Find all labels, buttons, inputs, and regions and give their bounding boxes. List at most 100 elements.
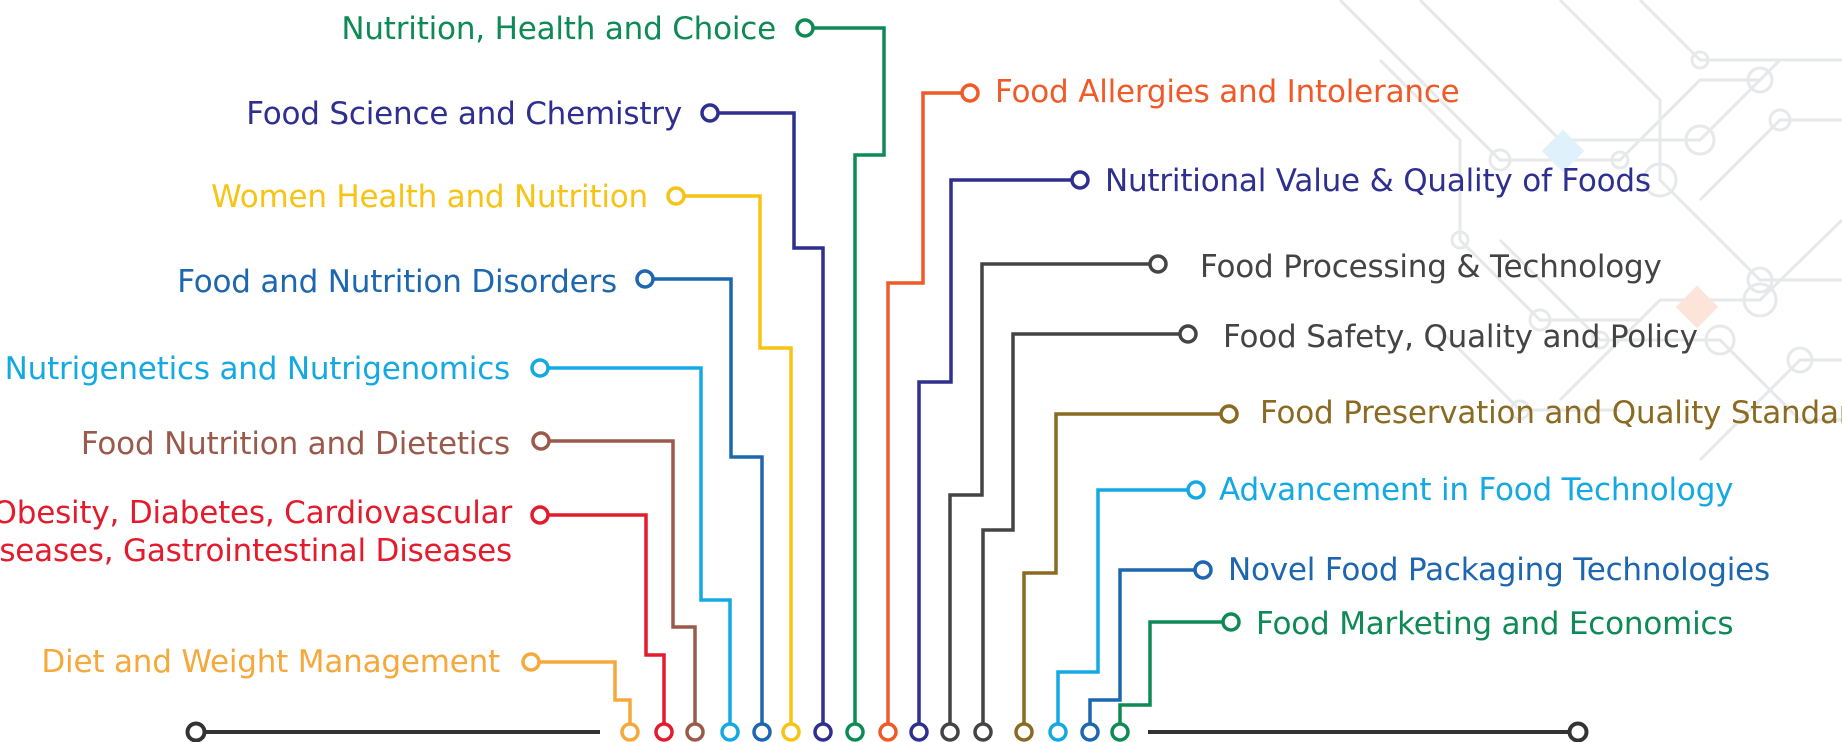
baseline-topic-node: [1048, 722, 1068, 742]
topic-label-text: Nutritional Value & Quality of Foods: [1105, 163, 1651, 199]
topic-label-text: Food Processing & Technology: [1200, 249, 1662, 285]
topic-label-text: Food Marketing and Economics: [1256, 606, 1734, 642]
baseline-topic-node: [752, 722, 772, 742]
circuit-trace: [1438, 328, 1620, 412]
topic-label-text: Food Safety, Quality and Policy: [1223, 319, 1698, 355]
baseline-topic-node: [781, 722, 801, 742]
circuit-node: [1786, 346, 1814, 374]
connector-nutritional-value: [909, 170, 1090, 742]
topic-connectors: [521, 18, 1241, 742]
topic-end-node: [530, 358, 550, 378]
connector-line: [886, 91, 970, 723]
topic-end-node: [700, 103, 720, 123]
circuit-node: [1746, 66, 1774, 94]
baseline-topic-node: [940, 722, 960, 742]
baseline-end-node-right: [1567, 721, 1589, 742]
topic-label-food-marketing: Food Marketing and Economics: [1256, 605, 1734, 643]
baseline-topic-node: [973, 722, 993, 742]
topic-label-text: Food Allergies and Intolerance: [995, 74, 1460, 110]
circuit-node: [1742, 282, 1778, 318]
circuit-node: [1704, 324, 1736, 356]
connector-food-nutrition-disorders: [635, 269, 772, 742]
topic-end-node: [1178, 324, 1198, 344]
topic-label-nutrigenetics: Nutrigenetics and Nutrigenomics: [4, 350, 511, 388]
connector-line: [541, 439, 697, 723]
connector-line: [917, 178, 1080, 723]
connector-line: [1118, 620, 1231, 723]
topic-end-node: [530, 505, 550, 525]
circuit-trace: [1498, 238, 1842, 422]
circuit-trace: [1698, 118, 1842, 202]
connector-food-allergies: [878, 83, 980, 742]
topic-end-node: [531, 431, 551, 451]
circuit-trace: [1698, 358, 1842, 462]
baseline-topic-node: [813, 722, 833, 742]
connector-line: [645, 277, 764, 723]
circuit-node: [1746, 266, 1774, 294]
baseline-topic-node: [845, 722, 865, 742]
topic-end-node: [960, 83, 980, 103]
topic-label-text: Food Nutrition and Dietetics: [80, 426, 510, 462]
circuit-node: [1450, 230, 1470, 250]
connector-line: [805, 26, 886, 723]
topic-end-node: [666, 186, 686, 206]
topic-label-food-nutrition-disorders: Food and Nutrition Disorders: [177, 263, 617, 301]
connector-food-packaging: [1080, 560, 1213, 742]
topic-label-food-preservation: Food Preservation and Quality Standard: [1260, 394, 1842, 432]
circuit-node: [1488, 148, 1512, 172]
circuit-node: [1610, 150, 1630, 170]
topic-label-food-processing: Food Processing & Technology: [1200, 248, 1662, 286]
connector-line: [948, 262, 1158, 723]
baseline-topic-node: [654, 722, 674, 742]
decor-diamond-orange: [1675, 285, 1719, 329]
connector-food-safety: [973, 324, 1198, 742]
decor-diamond-blue: [1541, 129, 1585, 173]
topic-label-food-nutrition-dietetics: Food Nutrition and Dietetics: [81, 425, 510, 463]
topic-label-text: Nutrition, Health and Choice: [341, 11, 776, 47]
connector-line: [540, 366, 732, 723]
baseline-end-node-left: [185, 721, 207, 742]
connector-food-marketing: [1110, 612, 1241, 742]
circuit-node: [1590, 330, 1610, 350]
connector-diet-weight: [521, 652, 640, 742]
timeline-baseline: [185, 721, 1589, 742]
circuit-node: [1509, 399, 1531, 421]
topic-label-text: Novel Food Packaging Technologies: [1228, 552, 1770, 588]
circuit-node: [1642, 162, 1678, 198]
connector-line: [531, 660, 632, 723]
topic-label-food-allergies: Food Allergies and Intolerance: [995, 73, 1460, 111]
topic-label-text: Food and Nutrition Disorders: [177, 264, 617, 300]
topic-label-text: Food Science and Chemistry: [246, 96, 682, 132]
topic-end-node: [1186, 480, 1206, 500]
baseline-topic-node: [620, 722, 640, 742]
topic-label-food-safety: Food Safety, Quality and Policy: [1223, 318, 1698, 356]
circuit-trace: [1338, 0, 1760, 162]
connector-obesity-diabetes: [530, 505, 674, 742]
circuit-trace: [1638, 0, 1842, 62]
baseline-topic-node: [720, 722, 740, 742]
topic-label-women-health-nutrition: Women Health and Nutrition: [211, 178, 648, 216]
baseline-topic-node: [909, 722, 929, 742]
connector-line: [1022, 412, 1229, 723]
topic-label-food-technology: Advancement in Food Technology: [1219, 471, 1734, 509]
topic-end-node: [1148, 254, 1168, 274]
connector-line: [1056, 488, 1196, 723]
topic-label-text: Nutrigenetics and Nutrigenomics: [4, 351, 511, 387]
circuit-trace: [1558, 0, 1842, 282]
baseline-topic-node: [1080, 722, 1100, 742]
topic-label-diet-weight: Diet and Weight Management: [41, 643, 500, 681]
connector-nutrition-health-choice: [795, 18, 886, 742]
connector-line: [1088, 568, 1203, 723]
topic-end-node: [1221, 612, 1241, 632]
circuit-node: [1690, 50, 1710, 70]
topic-label-text: Women Health and Nutrition: [211, 179, 648, 215]
topic-label-food-science-chemistry: Food Science and Chemistry: [246, 95, 682, 133]
circuit-node: [1768, 108, 1792, 132]
connector-line: [981, 332, 1188, 723]
connector-women-health-nutrition: [666, 186, 801, 742]
connector-food-processing: [940, 254, 1168, 742]
connector-line: [540, 513, 666, 723]
